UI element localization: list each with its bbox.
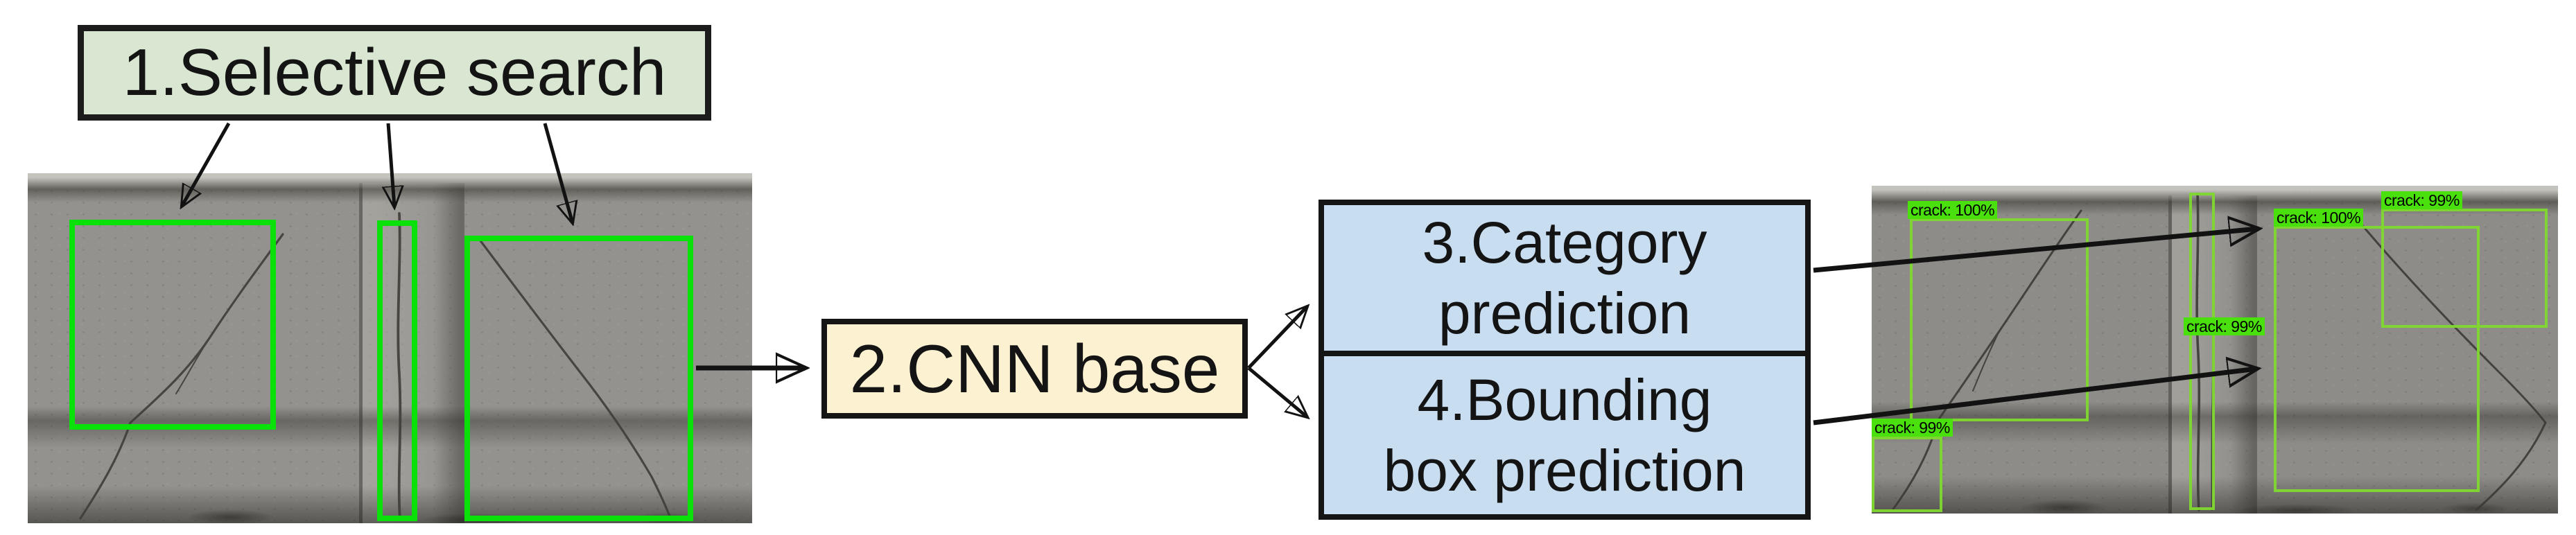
crack-lines: [79, 212, 672, 521]
proposal-box: [464, 236, 693, 521]
selective-search-label: 1.Selective search: [122, 35, 667, 109]
proposal-box: [377, 220, 417, 521]
detection-box: [1910, 218, 2089, 421]
detection-label: crack: 100%: [2274, 209, 2364, 227]
detection-box: [2189, 193, 2215, 510]
arrow-cnn-to-bounding: [1247, 367, 1307, 417]
detection-label: crack: 99%: [2381, 191, 2462, 209]
cnn-base-box: 2.CNN base: [821, 319, 1248, 419]
detection-label: crack: 99%: [1872, 419, 1953, 437]
category-prediction-line2: prediction: [1438, 281, 1691, 346]
input-image: [28, 173, 752, 523]
arrow-cnn-to-category: [1247, 306, 1307, 369]
bounding-box-prediction-line1: 4.Bounding: [1417, 367, 1712, 432]
detection-box: [2381, 209, 2548, 328]
detection-label: crack: 100%: [1908, 201, 1998, 219]
output-image: crack: 100% crack: 99% crack: 100% crack…: [1872, 186, 2558, 514]
proposal-box: [69, 220, 276, 430]
detection-label: crack: 99%: [2184, 317, 2265, 335]
concrete-bottom-stains: [1872, 464, 2558, 514]
detection-box: [2274, 226, 2480, 492]
category-prediction-box: 3.Category prediction: [1324, 205, 1805, 356]
concrete-bottom-stains: [28, 473, 752, 523]
cnn-base-label: 2.CNN base: [849, 330, 1220, 407]
bounding-box-prediction-box: 4.Bounding box prediction: [1324, 356, 1805, 514]
bounding-box-prediction-line2: box prediction: [1383, 438, 1746, 503]
detection-box: [1872, 437, 1942, 512]
category-prediction-line1: 3.Category: [1422, 210, 1707, 275]
prediction-heads: 3.Category prediction 4.Bounding box pre…: [1319, 200, 1811, 520]
selective-search-box: 1.Selective search: [78, 25, 711, 121]
